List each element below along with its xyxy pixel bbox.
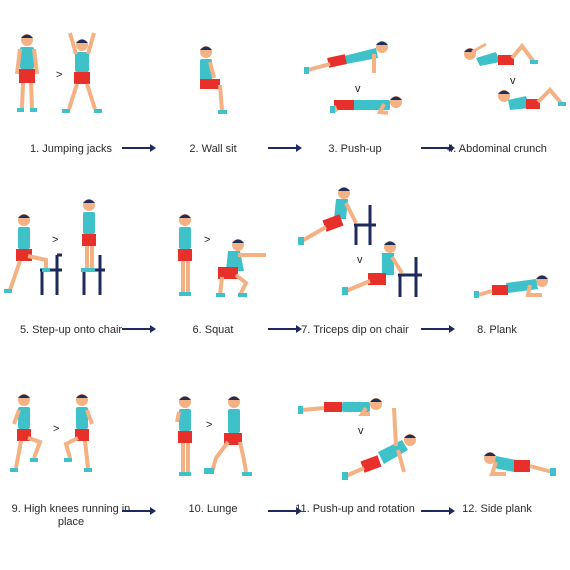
exercise-label: 6. Squat xyxy=(192,324,234,336)
next-arrow-icon xyxy=(421,325,455,333)
exercise-1: > 1. Jumping jacks xyxy=(0,0,142,190)
push-up-rotation-illustration: v xyxy=(298,398,416,480)
exercise-3: v 3. Push-up xyxy=(284,0,426,190)
svg-text:v: v xyxy=(355,83,361,95)
abdominal-crunch-illustration: v xyxy=(464,42,566,110)
exercise-label: 2. Wall sit xyxy=(189,143,237,155)
exercise-11: v 11. Push-up and rotation xyxy=(284,380,426,570)
next-arrow-icon xyxy=(421,144,455,152)
next-arrow-icon xyxy=(122,144,156,152)
exercise-2: 2. Wall sit xyxy=(142,0,284,190)
triceps-dip-illustration: v xyxy=(298,187,422,297)
svg-text:>: > xyxy=(204,234,210,246)
exercise-label: 4. Abdominal crunch xyxy=(447,143,547,155)
exercise-label: 1. Jumping jacks xyxy=(30,143,112,155)
svg-text:>: > xyxy=(52,234,58,246)
exercise-4: v 4. Abdominal crunch xyxy=(426,0,568,190)
exercise-5: > 5. Step-up onto chair xyxy=(0,185,142,375)
push-up-illustration: v xyxy=(304,41,402,115)
squat-illustration: > xyxy=(178,214,266,297)
side-plank-illustration xyxy=(484,452,556,476)
svg-text:v: v xyxy=(357,254,363,266)
exercise-label: 11. Push-up and rotation xyxy=(295,503,415,515)
lunge-illustration: > xyxy=(175,396,252,476)
exercise-label: 9. High knees running in place xyxy=(11,503,131,528)
next-arrow-icon xyxy=(268,507,302,515)
next-arrow-icon xyxy=(268,144,302,152)
exercise-label: 5. Step-up onto chair xyxy=(19,324,123,336)
high-knees-illustration: > xyxy=(10,394,94,472)
exercise-label: 8. Plank xyxy=(477,324,517,336)
exercise-label: 12. Side plank xyxy=(462,503,532,515)
jumping-jacks-illustration: > xyxy=(15,32,102,113)
svg-text:>: > xyxy=(53,423,59,435)
svg-text:>: > xyxy=(206,419,212,431)
next-arrow-icon xyxy=(122,325,156,333)
exercise-label: 3. Push-up xyxy=(328,143,382,155)
exercise-8: 8. Plank xyxy=(426,185,568,375)
exercise-10: > 10. Lunge xyxy=(142,380,284,570)
svg-text:v: v xyxy=(358,425,364,437)
plank-illustration xyxy=(474,275,548,298)
svg-text:>: > xyxy=(56,69,62,81)
next-arrow-icon xyxy=(268,325,302,333)
next-arrow-icon xyxy=(421,507,455,515)
step-up-illustration: > xyxy=(4,199,105,295)
exercise-12: 12. Side plank xyxy=(426,380,568,570)
svg-text:v: v xyxy=(510,75,516,87)
exercise-9: > 9. High knees running in place xyxy=(0,380,142,570)
exercise-label: 10. Lunge xyxy=(188,503,238,515)
exercise-6: > 6. Squat xyxy=(142,185,284,375)
wall-sit-illustration xyxy=(200,46,227,114)
exercise-label: 7. Triceps dip on chair xyxy=(301,324,409,336)
next-arrow-icon xyxy=(122,507,156,515)
exercise-7: v 7. Triceps dip on chair xyxy=(284,185,426,375)
